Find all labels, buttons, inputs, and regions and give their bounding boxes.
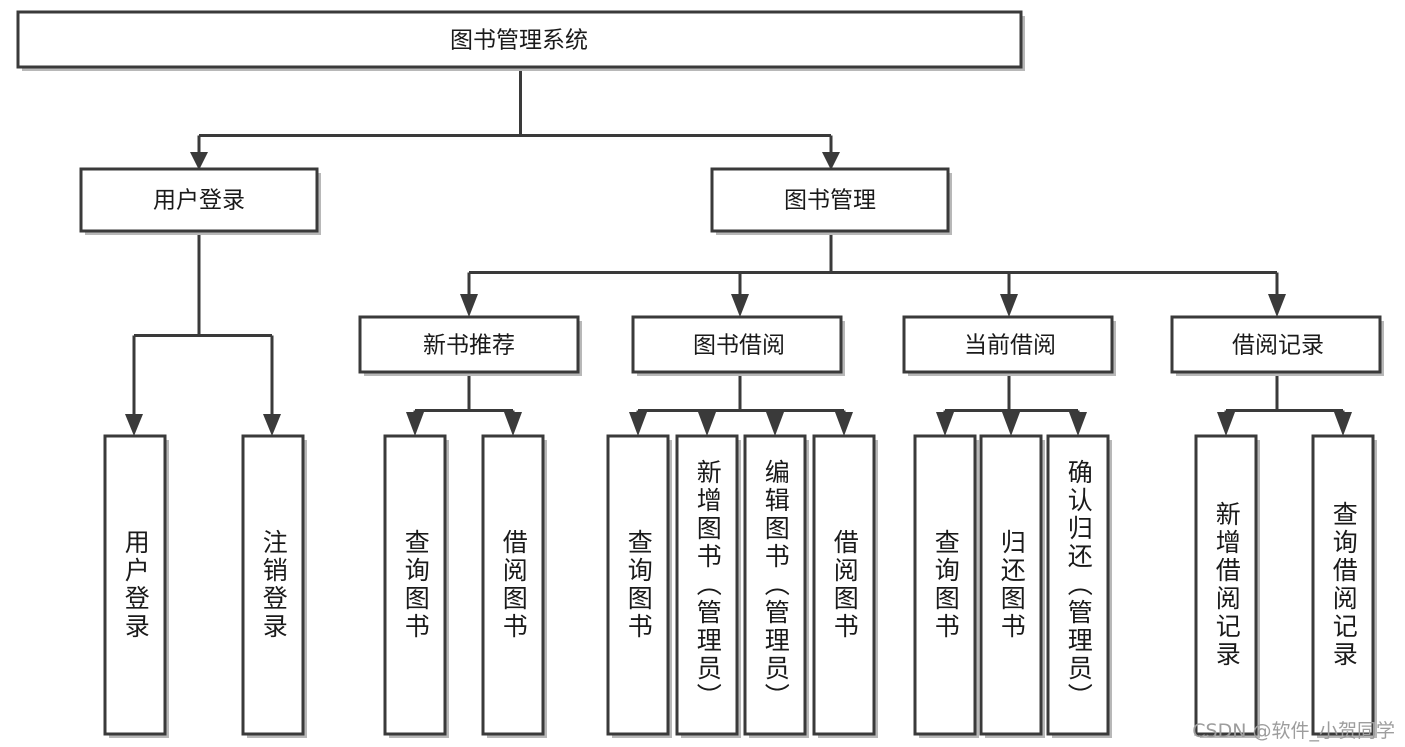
current-borrow-node-label: 当前借阅	[964, 333, 1056, 359]
leaf-query-book-3-box[interactable]	[913, 434, 977, 736]
leaf-borrow-book-1-box[interactable]	[481, 434, 545, 736]
book-management-node-label: 图书管理	[784, 188, 876, 214]
user-login-node-label: 用户登录	[153, 188, 245, 214]
leaf-logout-box[interactable]	[241, 434, 305, 736]
node-group: 图书管理系统 用户登录 图书管理 新书推荐 图书借阅 当前借阅 借阅记录	[16, 10, 1384, 738]
arrow-leaf-confirm-return	[1069, 412, 1087, 436]
book-borrow-node-box[interactable]	[631, 315, 843, 374]
leaf-query-record-box[interactable]	[1311, 434, 1375, 736]
current-borrow-node-box[interactable]	[902, 315, 1114, 374]
arrow-leaf-add-record	[1217, 412, 1235, 436]
arrow-leaf-add-book	[698, 412, 716, 436]
arrow-book-management	[822, 152, 840, 170]
arrow-leaf-query-record	[1334, 412, 1352, 436]
arrow-user-login	[190, 152, 208, 170]
leaf-add-record-box[interactable]	[1194, 434, 1258, 736]
borrow-record-node-box[interactable]	[1170, 315, 1382, 374]
leaf-query-book-1-box[interactable]	[383, 434, 447, 736]
user-login-node-box[interactable]	[79, 167, 319, 233]
leaf-borrow-book-2-box[interactable]	[812, 434, 876, 736]
watermark: CSDN @软件_小贺同学	[1192, 720, 1395, 742]
leaf-query-book-2-box[interactable]	[606, 434, 670, 736]
leaf-confirm-return-box[interactable]	[1046, 434, 1110, 736]
arrow-leaf-logout	[263, 414, 281, 436]
arrow-new-book-recommend	[460, 294, 478, 317]
new-book-recommend-node-box[interactable]	[358, 315, 580, 374]
leaf-edit-book-box[interactable]	[743, 434, 807, 736]
book-borrow-node-label: 图书借阅	[693, 333, 785, 359]
arrow-current-borrow	[1000, 294, 1018, 317]
arrow-leaf-return-book	[1002, 412, 1020, 436]
arrow-leaf-edit-book	[766, 412, 784, 436]
root-node-label: 图书管理系统	[450, 28, 588, 54]
leaf-user-login-box[interactable]	[103, 434, 167, 736]
arrow-borrow-record	[1268, 294, 1286, 317]
arrow-leaf-borrow-book-2	[835, 412, 853, 436]
leaf-add-book-box[interactable]	[675, 434, 739, 736]
arrow-book-borrow	[731, 294, 749, 317]
arrow-leaf-user-login	[125, 414, 143, 436]
edge-group	[125, 69, 1352, 436]
borrow-record-node-label: 借阅记录	[1232, 333, 1324, 359]
arrow-leaf-query-book-2	[629, 412, 647, 436]
arrow-leaf-query-book-1	[406, 412, 424, 436]
leaf-return-book-box[interactable]	[979, 434, 1043, 736]
book-management-node-box[interactable]	[710, 167, 950, 233]
root-node-box[interactable]	[16, 10, 1023, 69]
arrow-leaf-query-book-3	[936, 412, 954, 436]
arrow-leaf-borrow-book-1	[504, 412, 522, 436]
new-book-recommend-node-label: 新书推荐	[423, 333, 515, 359]
